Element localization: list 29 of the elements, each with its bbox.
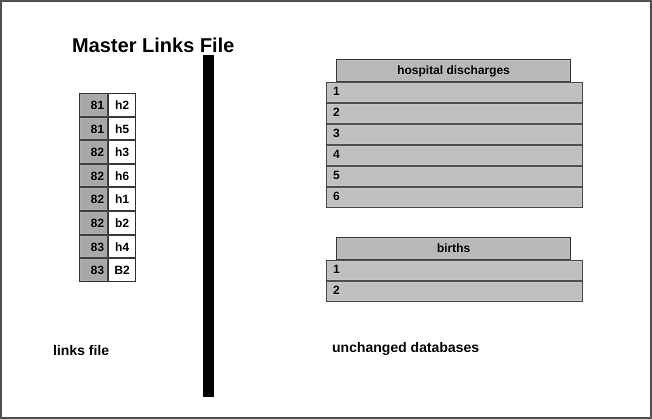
table-cell-number: 81 — [79, 93, 108, 117]
table-cell-number: 81 — [79, 116, 108, 140]
database-header: hospital discharges — [336, 59, 571, 82]
caption-text: unchanged databases — [332, 339, 480, 355]
record-row: 1 — [326, 260, 583, 281]
table-cell-number: 83 — [79, 258, 108, 282]
record-row: 1 — [326, 82, 583, 103]
table-cell-number: 82 — [79, 140, 108, 164]
table-cell-code: h5 — [108, 116, 136, 140]
table-cell-code: h2 — [108, 93, 136, 117]
table-cell-number: 82 — [79, 187, 108, 211]
record-row: 4 — [326, 145, 583, 166]
table-cell-number: 83 — [79, 234, 108, 258]
record-row: 2 — [326, 103, 583, 124]
table-cell-number: 82 — [79, 164, 108, 188]
record-row: 2 — [326, 281, 583, 302]
table-cell-code: h6 — [108, 164, 136, 188]
record-row: 3 — [326, 124, 583, 145]
table-cell-code: b2 — [108, 211, 136, 235]
caption-text: links file — [53, 342, 110, 358]
database-header: births — [336, 237, 571, 260]
table-cell-code: h3 — [108, 140, 136, 164]
record-row: 5 — [326, 166, 583, 187]
record-row: 6 — [326, 187, 583, 208]
table-cell-code: h4 — [108, 234, 136, 258]
table-cell-number: 82 — [79, 211, 108, 235]
table-cell-code: h1 — [108, 187, 136, 211]
table-cell-code: B2 — [108, 258, 136, 282]
title: Master Links File — [72, 35, 234, 58]
